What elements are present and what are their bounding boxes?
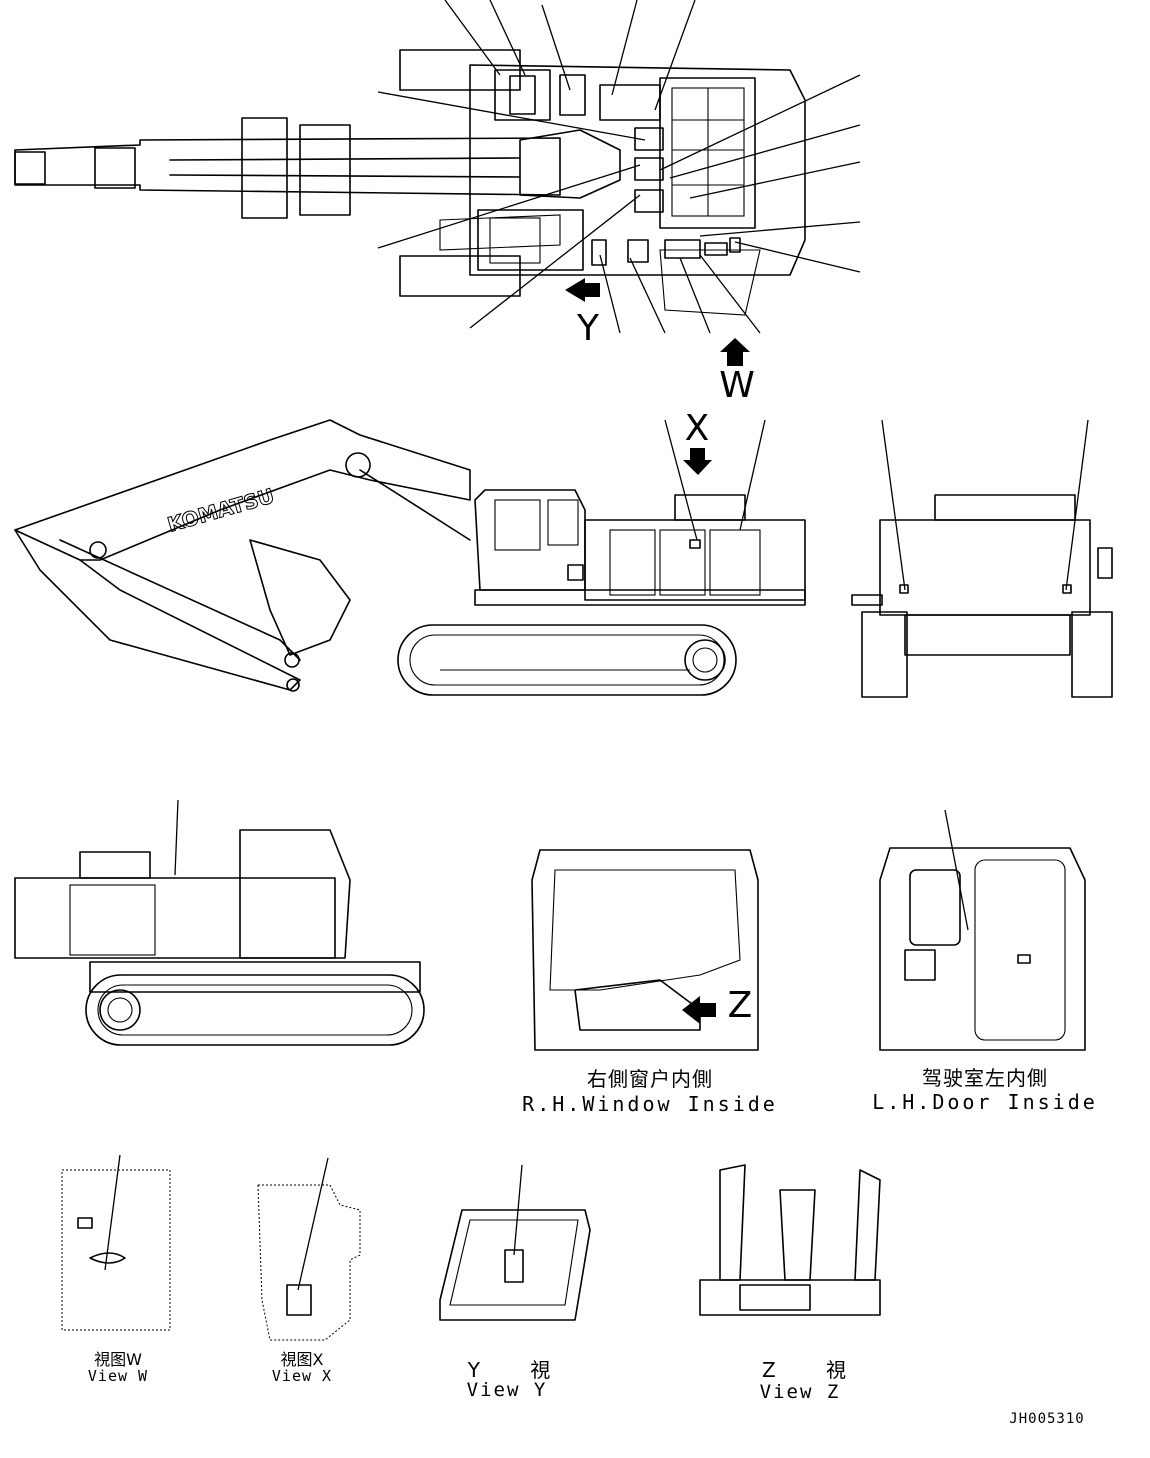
view-w-caption-en: View W (87, 1367, 149, 1385)
view-z-caption-cn: Z 視 (761, 1358, 869, 1382)
marker-w: W (719, 365, 755, 406)
top-view-excavator (14, 0, 861, 366)
marker-z: Z (727, 985, 753, 1026)
view-y-caption-en: View Y (466, 1379, 548, 1401)
view-x-drawing (257, 1157, 361, 1341)
lh-door-inside-drawing (879, 809, 1086, 1051)
drawing-code: JH005310 (1009, 1411, 1085, 1427)
rh-window-inside-drawing (531, 849, 759, 1051)
rh-window-caption-en: R.H.Window Inside (522, 1092, 778, 1116)
rear-view-excavator (851, 419, 1113, 698)
marker-y: Y (577, 308, 599, 349)
view-y-drawing (439, 1164, 591, 1321)
side-view-right-excavator (14, 799, 425, 1046)
view-x-caption-cn: 視图X (280, 1350, 324, 1369)
view-z-caption-en: View Z (759, 1381, 841, 1403)
lh-door-caption-en: L.H.Door Inside (872, 1090, 1098, 1114)
side-view-left-excavator: KOMATSU (14, 419, 806, 696)
brand-logo: KOMATSU (165, 483, 277, 536)
rh-window-caption-cn: 右側窗户内側 (587, 1067, 713, 1091)
view-y-caption-cn: Y 視 (467, 1358, 573, 1382)
lh-door-caption-cn: 驾驶室左内側 (922, 1066, 1048, 1090)
view-w-caption-cn: 視图W (94, 1350, 142, 1369)
view-w-drawing (61, 1154, 171, 1331)
view-z-drawing (699, 1164, 881, 1316)
view-x-caption-en: View X (271, 1367, 333, 1385)
marker-x: X (684, 408, 710, 449)
